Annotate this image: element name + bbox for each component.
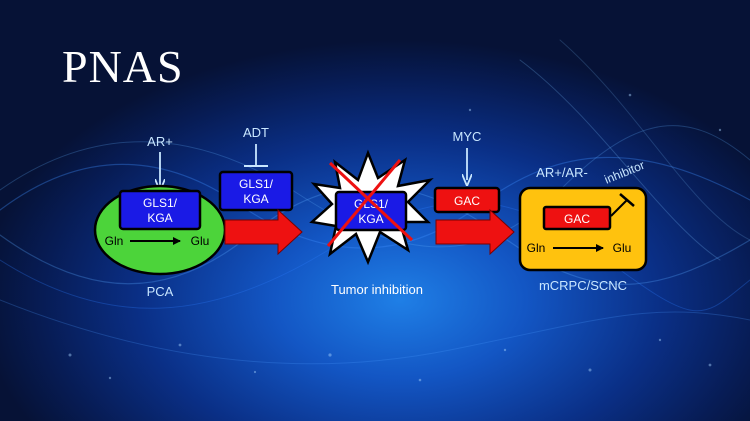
tumor-cross-line-2 [326, 159, 402, 247]
crpc-inhibitor-stem [610, 199, 628, 217]
crpc-cell: AR+/AR- inhibitor GAC Gln Glu mCRPC/SCNC [518, 158, 648, 293]
adt-enzyme-line2: KGA [243, 192, 268, 206]
adt-enzyme-box [218, 170, 294, 212]
crpc-label: mCRPC/SCNC [539, 278, 627, 293]
pca-enzyme-line1: GLS1/ [143, 196, 178, 210]
pca-enzyme-line2: KGA [147, 211, 172, 225]
tumor-enzyme-line2: KGA [358, 212, 383, 226]
tumor-inhibition: GLS1/ KGA Tumor inhibition [309, 149, 434, 297]
myc-gac-box [433, 186, 501, 214]
pca-enzyme-box [118, 189, 202, 231]
myc-step: MYC GAC [433, 129, 515, 256]
myc-gac-label: GAC [454, 194, 480, 208]
tumor-enzyme-box [334, 190, 408, 232]
adt-regulator-label: ADT [243, 125, 269, 140]
pca-substrate-label: Gln [105, 234, 124, 248]
pca-label: PCA [147, 284, 174, 299]
pca-regulator-label: AR+ [147, 134, 173, 149]
crpc-gac-box [542, 205, 612, 231]
myc-regulator-label: MYC [453, 129, 482, 144]
myc-progression-arrow [435, 208, 515, 256]
crpc-substrate-label: Gln [527, 241, 546, 255]
adt-enzyme-line1: GLS1/ [239, 177, 274, 191]
adt-progression-arrow [224, 208, 303, 256]
tumor-enzyme-line1: GLS1/ [354, 197, 389, 211]
pca-cell: AR+ GLS1/ KGA Gln Glu PCA [93, 134, 227, 299]
crpc-inhibitor-bar [619, 193, 635, 207]
tumor-label: Tumor inhibition [331, 282, 423, 297]
background-dots [68, 93, 722, 382]
adt-step: ADT GLS1/ KGA [218, 125, 303, 256]
pca-product-label: Glu [191, 234, 210, 248]
tumor-cross-line-1 [328, 161, 414, 242]
crpc-gac-label: GAC [564, 212, 590, 226]
crpc-product-label: Glu [613, 241, 632, 255]
pnas-logo: PNAS [62, 41, 184, 92]
crpc-regulator-label: AR+/AR- [536, 165, 588, 180]
